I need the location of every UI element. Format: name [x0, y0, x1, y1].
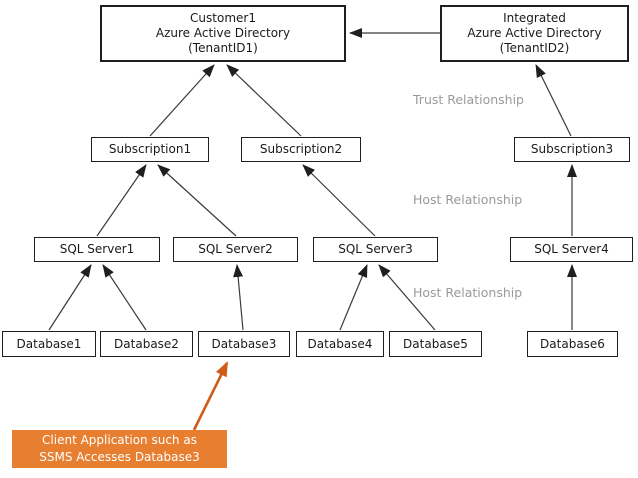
node-customer1-aad-line1: Customer1 — [190, 11, 256, 25]
node-client-application: Client Application such as SSMS Accesses… — [12, 430, 227, 468]
arrow-sqlserver2-to-subscription1 — [157, 164, 237, 237]
node-customer1-aad: Customer1 Azure Active Directory (Tenant… — [100, 5, 346, 62]
node-sql-server1: SQL Server1 — [34, 237, 160, 262]
arrow-subscription2-to-customer1-aad — [226, 64, 302, 137]
arrow-database3-to-sqlserver2 — [233, 264, 244, 331]
node-database3: Database3 — [198, 331, 290, 357]
node-database6: Database6 — [527, 331, 618, 357]
node-sql-server3: SQL Server3 — [313, 237, 438, 262]
node-client-application-line1: Client Application such as — [42, 433, 197, 447]
node-integrated-aad: Integrated Azure Active Directory (Tenan… — [440, 5, 629, 62]
node-database5: Database5 — [389, 331, 482, 357]
arrow-subscription1-to-customer1-aad — [149, 64, 215, 137]
arrow-database2-to-sqlserver1 — [102, 264, 147, 331]
label-host-relationship-lower: Host Relationship — [413, 285, 523, 300]
node-integrated-aad-line1: Integrated — [503, 11, 566, 25]
node-subscription2: Subscription2 — [241, 137, 361, 162]
node-subscription3: Subscription3 — [514, 137, 630, 162]
node-sql-server2: SQL Server2 — [173, 237, 298, 262]
node-subscription1: Subscription1 — [91, 137, 209, 162]
arrow-database4-to-sqlserver3 — [339, 264, 368, 331]
node-customer1-aad-line2: Azure Active Directory — [155, 26, 291, 40]
node-database1: Database1 — [2, 331, 96, 357]
node-sql-server4: SQL Server4 — [510, 237, 633, 262]
arrow-database5-to-sqlserver3 — [378, 264, 436, 331]
arrow-subscription3-to-integrated-aad — [535, 64, 572, 137]
arrow-client-app-to-database3 — [192, 361, 229, 431]
node-client-application-line2: SSMS Accesses Database3 — [39, 450, 200, 464]
node-integrated-aad-line2: Azure Active Directory — [467, 26, 602, 40]
label-host-relationship-upper: Host Relationship — [413, 192, 523, 207]
node-integrated-aad-line3: (TenantID2) — [499, 41, 570, 55]
node-database4: Database4 — [296, 331, 384, 357]
arrow-sqlserver3-to-subscription2 — [302, 164, 376, 237]
label-trust-relationship: Trust Relationship — [413, 92, 524, 107]
arrow-sqlserver1-to-subscription1 — [96, 164, 147, 237]
arrow-database1-to-sqlserver1 — [48, 264, 92, 331]
node-customer1-aad-line3: (TenantID1) — [188, 41, 258, 55]
node-database2: Database2 — [100, 331, 193, 357]
